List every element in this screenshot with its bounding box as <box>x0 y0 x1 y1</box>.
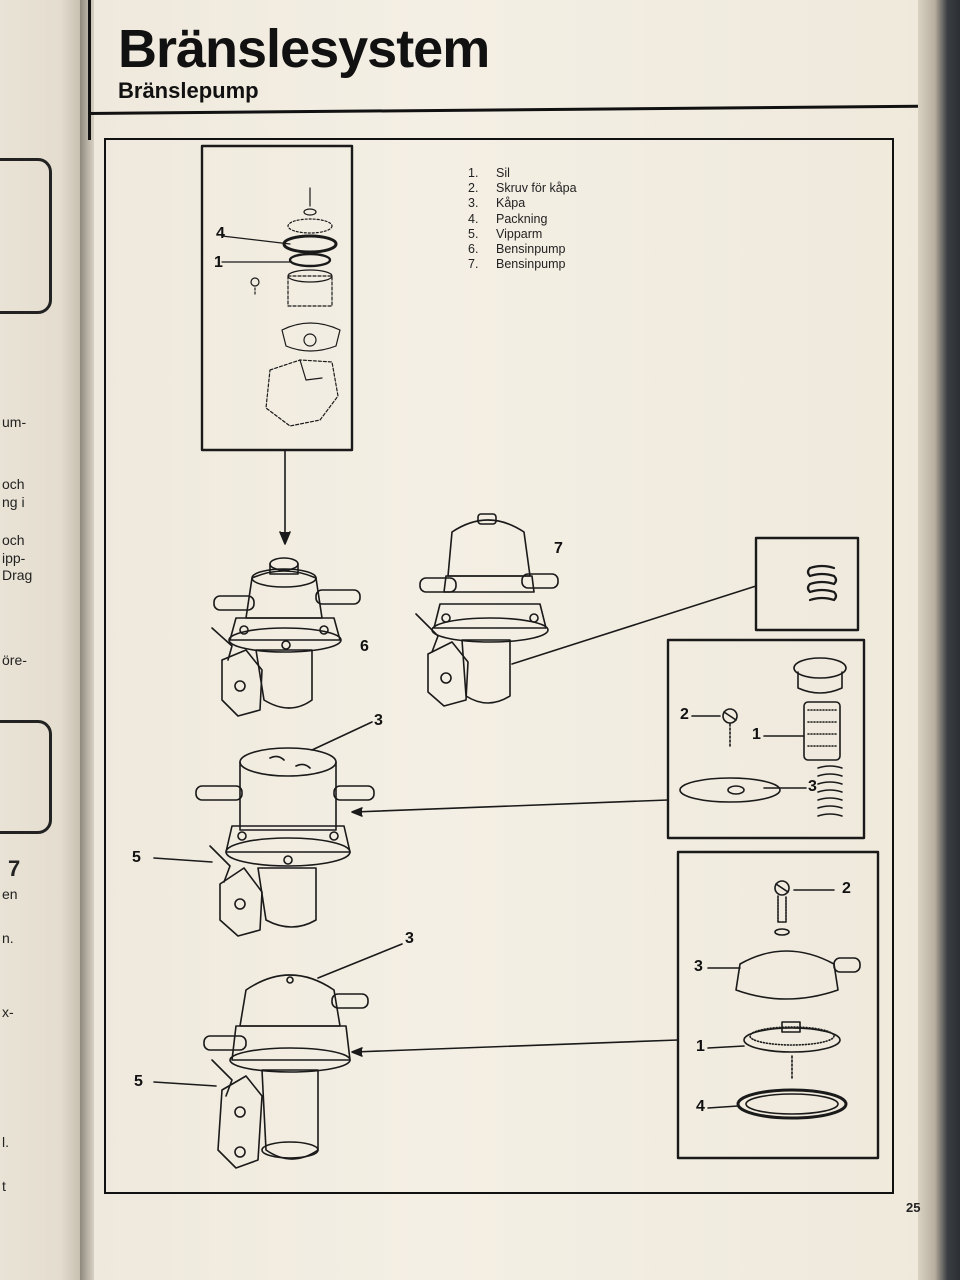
callout-2: 2 <box>680 706 689 723</box>
callout-1: 1 <box>752 726 761 743</box>
leader-line <box>353 799 669 813</box>
left-page-box <box>0 720 52 834</box>
leader-line <box>153 1081 217 1087</box>
left-page-text: och <box>2 476 25 492</box>
callout-3: 3 <box>808 778 817 795</box>
callout-3: 3 <box>374 712 383 729</box>
left-page-text: och <box>2 532 25 548</box>
exploded-pump-illustration <box>221 187 341 427</box>
left-page-text: en <box>2 886 18 902</box>
leader-line <box>317 943 403 979</box>
page-edge <box>918 0 960 1280</box>
callout-5: 5 <box>132 849 141 866</box>
leader-line <box>511 585 757 665</box>
inset-box-filter <box>666 638 866 840</box>
filter-assembly-illustration <box>679 657 847 817</box>
pump-6-illustration <box>211 557 361 717</box>
leader-line <box>153 857 213 863</box>
callout-1: 1 <box>696 1038 705 1055</box>
pump-7-illustration <box>415 513 559 707</box>
arrow-head <box>279 531 291 545</box>
page-subtitle: Bränslepump <box>118 78 259 103</box>
arrow-head <box>351 807 363 817</box>
callout-4: 4 <box>696 1098 705 1115</box>
legend-item: 5.Vipparm <box>468 226 543 241</box>
spring-illustration <box>806 564 838 602</box>
left-page-box <box>0 158 52 314</box>
legend-item: 3.Kåpa <box>468 196 526 211</box>
left-page: um- och ng i och ipp- Drag öre- 7 en n. … <box>0 0 86 1280</box>
parts-legend: 1.Sil 2.Skruv för kåpa 3.Kåpa 4.Packning… <box>468 166 577 272</box>
arrow-head <box>351 1047 363 1057</box>
left-page-text: x- <box>2 1004 14 1020</box>
inset-box-exploded <box>200 144 354 452</box>
callout-2: 2 <box>842 880 851 897</box>
legend-item: 1.Sil <box>468 166 510 180</box>
legend-item: 7.Bensinpump <box>468 257 566 272</box>
left-page-text: öre- <box>2 652 27 668</box>
callout-5: 5 <box>134 1073 143 1090</box>
callout-1: 1 <box>214 254 223 271</box>
legend-item: 2.Skruv för kåpa <box>468 181 577 196</box>
left-page-text: ipp- <box>2 550 26 566</box>
left-page-text: t <box>2 1178 6 1194</box>
pump-3b-illustration <box>203 974 369 1169</box>
diagram-frame <box>104 138 894 1194</box>
callout-4: 4 <box>216 225 225 242</box>
legend-item: 6.Bensinpump <box>468 242 566 257</box>
pump-3a-illustration <box>195 747 375 937</box>
callout-6: 6 <box>360 638 369 655</box>
left-page-text: n. <box>2 930 14 946</box>
callout-7: 7 <box>554 540 563 557</box>
legend-item: 4.Packning <box>468 211 548 226</box>
page-title: Bränslesystem <box>118 19 490 79</box>
left-page-text: um- <box>2 414 27 430</box>
cover-assembly-illustration <box>707 880 861 1120</box>
header-rule <box>88 0 91 140</box>
callout-3: 3 <box>694 958 703 975</box>
inset-box-cover <box>676 850 880 1160</box>
inset-box-spring <box>754 536 860 632</box>
page-number: 25 <box>906 1200 921 1215</box>
left-page-text: Drag <box>2 567 33 583</box>
callout-3: 3 <box>405 930 414 947</box>
left-page-text: l. <box>2 1134 9 1150</box>
leader-line <box>311 721 373 751</box>
leader-line <box>353 1039 679 1053</box>
left-page-text: 7 <box>8 856 21 881</box>
left-page-text: ng i <box>2 494 25 510</box>
